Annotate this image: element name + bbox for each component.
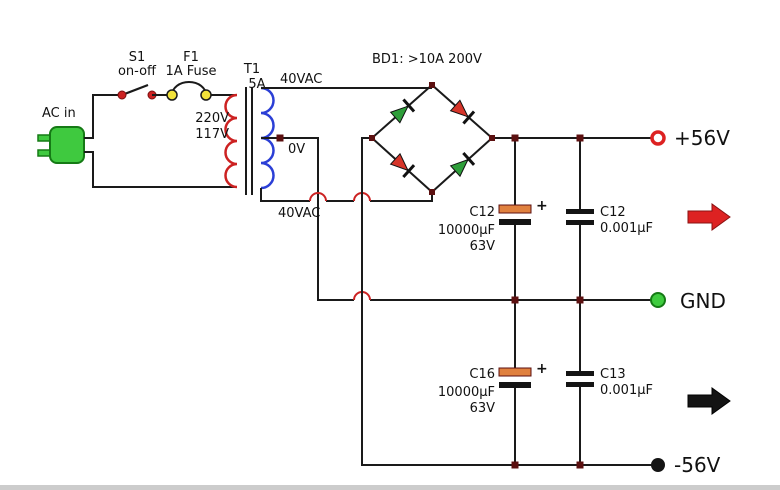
switch-contact-left xyxy=(117,90,127,100)
primary-voltage-117-label: 117V xyxy=(195,127,229,142)
junction-dot xyxy=(576,134,584,142)
negative-output-label: -56V xyxy=(674,453,721,477)
c13-plate-bottom xyxy=(566,382,594,387)
junction-dot xyxy=(576,461,584,469)
c12-negative-plate xyxy=(499,219,531,225)
diode-top-left-icon xyxy=(389,98,416,124)
c12-electrolytic-capacitor xyxy=(498,204,532,225)
c12-film-plate-top xyxy=(566,209,594,214)
secondary-bottom-tap-label: 40VAC xyxy=(278,206,320,221)
negative-terminal xyxy=(651,458,665,472)
c12-film-plate-bottom xyxy=(566,220,594,225)
c12-polarity-mark: + xyxy=(536,198,548,214)
positive-output-label: +56V xyxy=(674,126,730,150)
wire-ac-neutral xyxy=(84,151,237,188)
c16-ref-label: C16 xyxy=(469,367,495,382)
transformer-rating-label: 5A xyxy=(248,77,265,92)
primary-voltage-220-label: 220V xyxy=(195,111,229,126)
ac-plug-icon xyxy=(37,126,85,164)
c16-negative-plate xyxy=(499,382,531,388)
primary-winding xyxy=(224,93,238,189)
black-arrow-right-icon xyxy=(687,387,731,415)
c16-voltage-label: 63V xyxy=(470,401,496,416)
c12-film-ref-label: C12 xyxy=(600,205,626,220)
transformer-ref-label: T1 xyxy=(243,62,260,77)
wire-ac-live xyxy=(84,94,122,139)
positive-terminal xyxy=(650,130,666,146)
bottom-strip xyxy=(0,485,780,490)
c12-electrolytic-ref-label: C12 xyxy=(469,205,495,220)
wire-center-tap-gnd xyxy=(261,137,652,301)
c13-plate-top xyxy=(566,371,594,376)
diode-bottom-left-icon xyxy=(389,152,416,178)
bridge-outline xyxy=(370,83,494,194)
junction-dot xyxy=(576,296,584,304)
c12-positive-plate xyxy=(498,204,532,214)
secondary-center-tap-label: 0V xyxy=(288,142,305,157)
fuse-rating-label: 1A Fuse xyxy=(165,64,216,79)
fuse-end-left xyxy=(166,89,178,101)
c12-electrolytic-value-label: 10000µF xyxy=(438,223,495,238)
c13-ref-label: C13 xyxy=(600,367,626,382)
junction-dot xyxy=(429,82,435,88)
diode-bottom-right-icon xyxy=(449,152,476,178)
switch-ref-label: S1 xyxy=(129,50,146,65)
c16-electrolytic-capacitor xyxy=(498,367,532,388)
junction-dot xyxy=(511,461,519,469)
fuse-end-right xyxy=(200,89,212,101)
wire-secondary-bottom xyxy=(260,188,433,202)
junction-dot xyxy=(369,135,375,141)
c16-value-label: 10000µF xyxy=(438,385,495,400)
c12-film-capacitor xyxy=(566,209,594,225)
junction-dot xyxy=(276,134,284,142)
plug-body xyxy=(49,126,85,164)
wire-negative-rail xyxy=(361,137,652,466)
bridge-label: BD1: >10A 200V xyxy=(372,52,482,67)
junction-dot xyxy=(489,135,495,141)
junction-dot xyxy=(511,296,519,304)
c13-film-capacitor xyxy=(566,371,594,387)
c16-polarity-mark: + xyxy=(536,361,548,377)
ground-output-label: GND xyxy=(680,289,726,313)
switch-blade xyxy=(121,83,149,97)
secondary-top-tap-label: 40VAC xyxy=(280,72,322,87)
c13-value-label: 0.001µF xyxy=(600,383,653,398)
switch-function-label: on-off xyxy=(118,64,157,79)
c12-film-value-label: 0.001µF xyxy=(600,221,653,236)
red-arrow-right-icon xyxy=(687,203,731,231)
c16-positive-plate xyxy=(498,367,532,377)
junction-dot xyxy=(511,134,519,142)
junction-dots xyxy=(276,82,584,469)
diode-top-right-icon xyxy=(449,99,476,125)
fuse-ref-label: F1 xyxy=(183,50,199,65)
bridge-rectifier-bd1 xyxy=(370,83,494,194)
junction-dot xyxy=(429,189,435,195)
ac-in-label: AC in xyxy=(42,106,76,121)
transformer-t1 xyxy=(224,86,275,195)
switch-s1-icon xyxy=(117,83,157,100)
c12-electrolytic-voltage-label: 63V xyxy=(470,239,496,254)
ground-terminal xyxy=(650,292,666,308)
fuse-f1-icon xyxy=(166,81,212,101)
